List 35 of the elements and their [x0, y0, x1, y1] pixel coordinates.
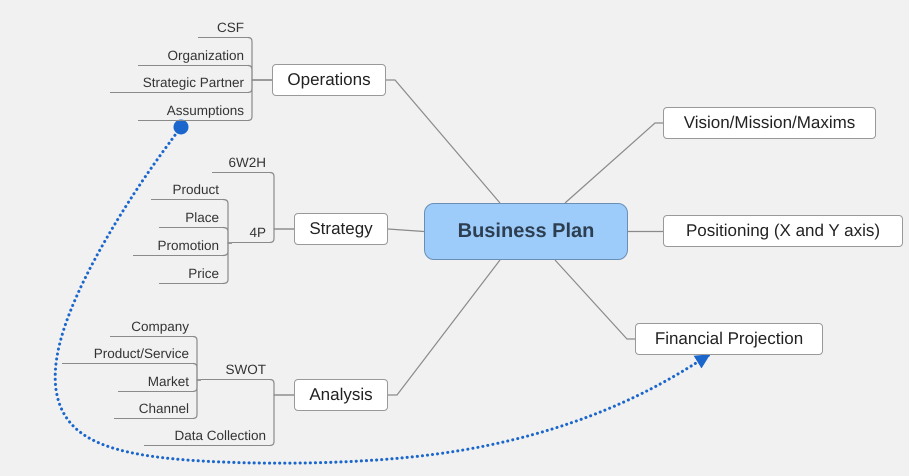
- subtopic-label: Organization: [138, 46, 248, 66]
- subtopic-label: CSF: [198, 18, 248, 38]
- topic-box: Analysis: [294, 379, 388, 411]
- branch-line: [192, 379, 201, 420]
- subtopic-label: 4P: [232, 223, 270, 243]
- subtopic-label: Assumptions: [138, 101, 248, 121]
- subtopic-label: Market: [118, 372, 193, 392]
- branch-line: [386, 79, 500, 204]
- subtopic-label: SWOT: [201, 360, 270, 380]
- topic-box: Positioning (X and Y axis): [663, 215, 903, 247]
- subtopic-label: Price: [159, 264, 223, 284]
- branch-line: [270, 228, 294, 244]
- branch-line: [270, 394, 294, 446]
- subtopic-label: Strategic Partner: [110, 73, 248, 93]
- branch-line: [248, 79, 272, 122]
- topic-box: Operations: [272, 64, 386, 96]
- topic-box: Financial Projection: [635, 323, 823, 355]
- branch-line: [564, 122, 663, 204]
- subtopic-label: Product: [151, 180, 223, 200]
- topic-box: Vision/Mission/Maxims: [663, 107, 876, 139]
- branch-line: [554, 260, 635, 340]
- branch-line: [388, 260, 500, 396]
- subtopic-label: Promotion: [133, 236, 223, 256]
- subtopic-label: Data Collection: [144, 426, 270, 446]
- topic-box: Strategy: [294, 213, 388, 245]
- subtopic-label: Company: [110, 317, 193, 337]
- branch-line: [388, 228, 424, 232]
- central-topic-box: Business Plan: [424, 203, 628, 260]
- subtopic-label: Channel: [114, 399, 193, 419]
- subtopic-label: Place: [159, 208, 223, 228]
- subtopic-label: Product/Service: [62, 344, 193, 364]
- branch-line: [628, 230, 663, 232]
- dotted-arrow: [54, 120, 710, 465]
- branch-line: [222, 242, 232, 284]
- subtopic-label: 6W2H: [212, 153, 270, 173]
